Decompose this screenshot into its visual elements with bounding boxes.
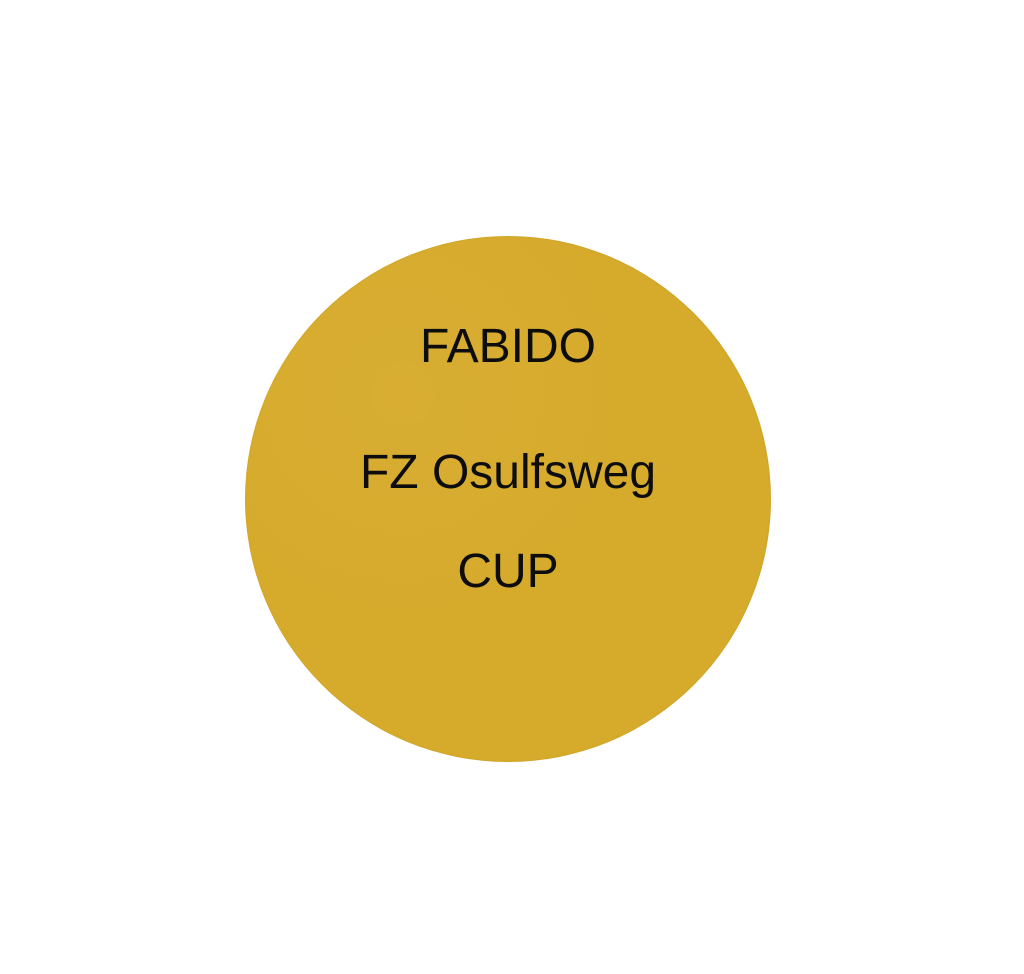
badge-subtitle: FZ Osulfsweg bbox=[359, 446, 657, 499]
badge-title: FABIDO bbox=[419, 320, 597, 373]
cup-badge: FABIDO FZ Osulfsweg CUP bbox=[245, 236, 771, 762]
badge-label: CUP bbox=[457, 545, 559, 598]
